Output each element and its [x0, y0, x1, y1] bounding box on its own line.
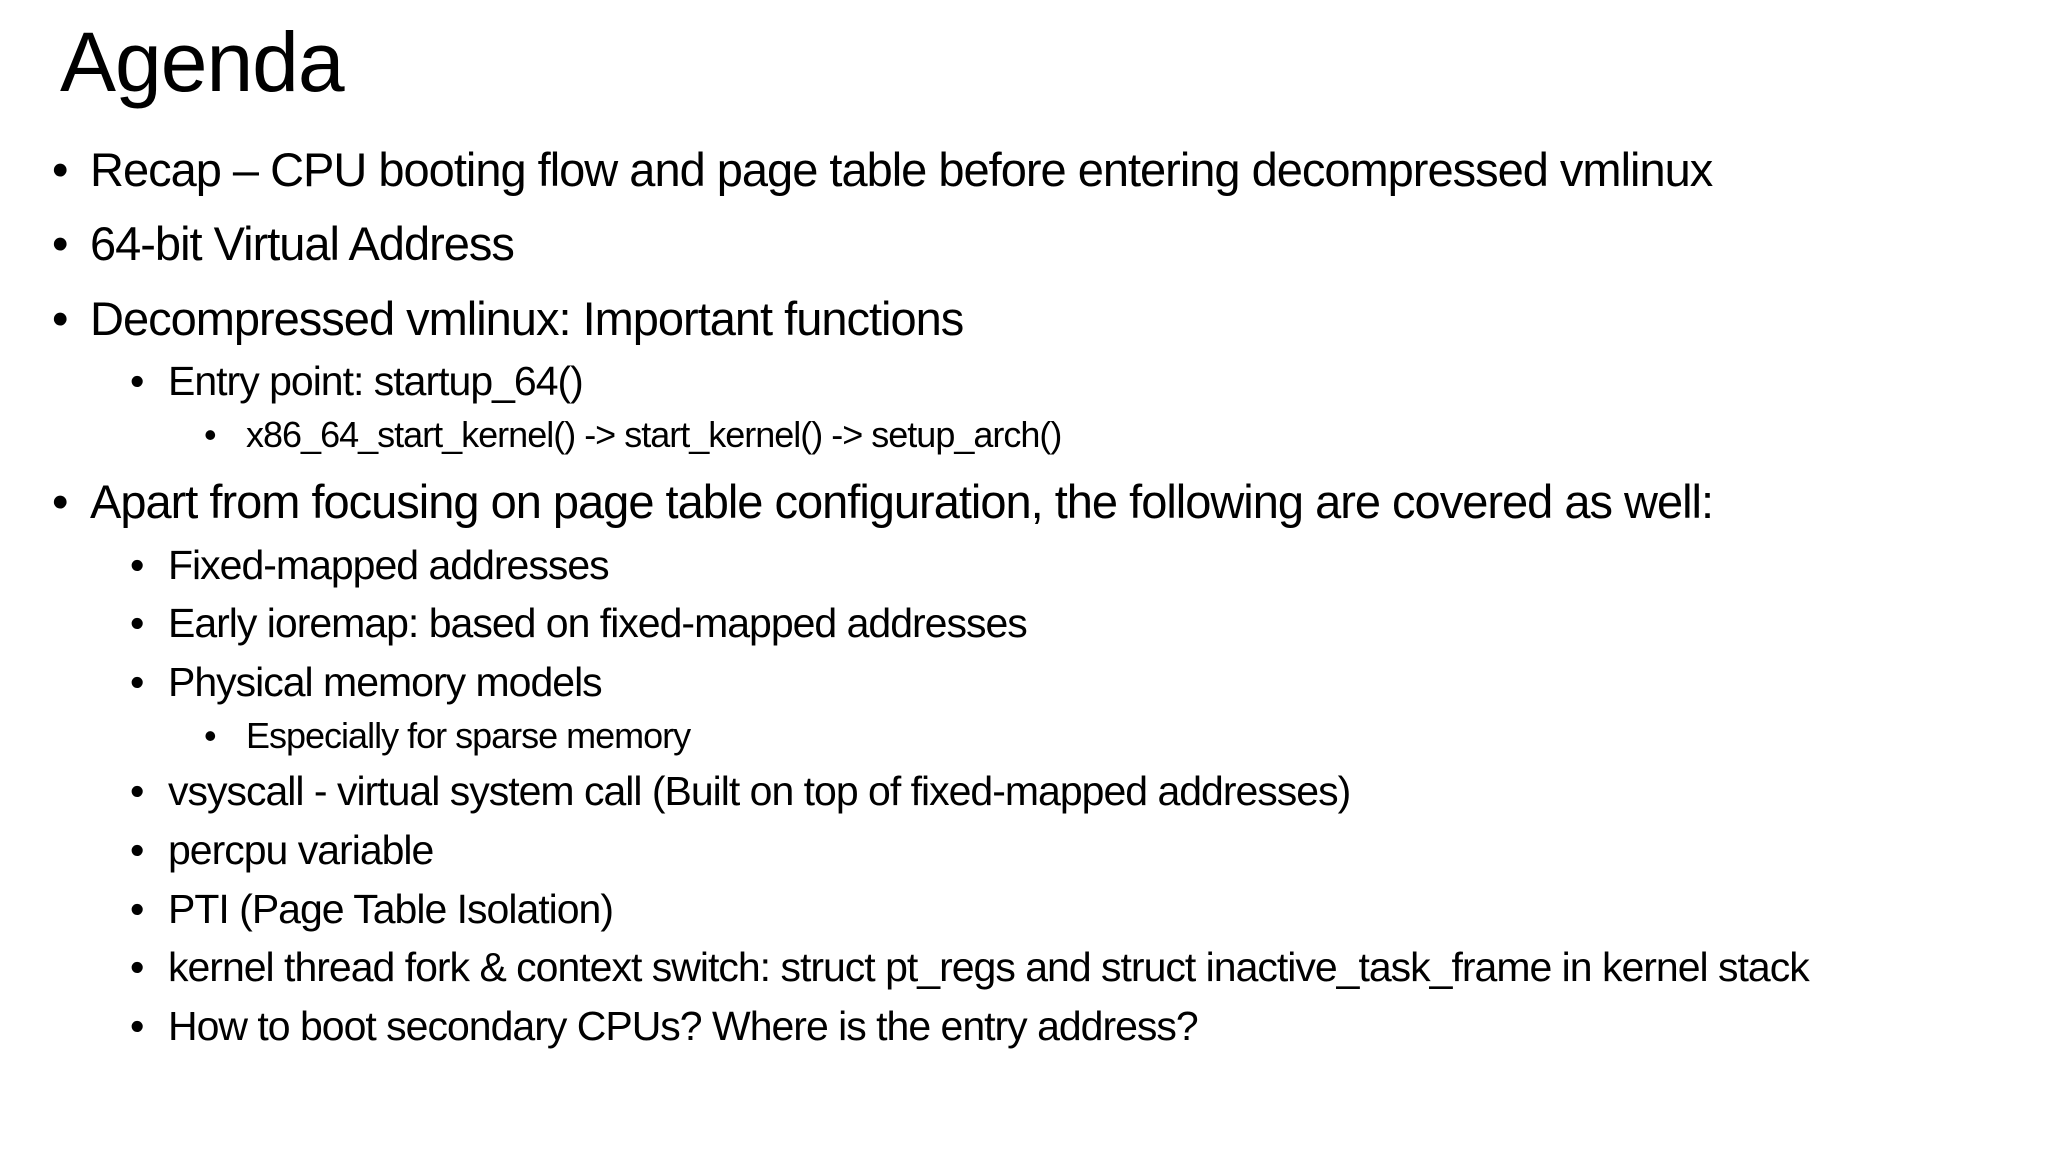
agenda-list: Recap – CPU booting flow and page table … — [0, 143, 2048, 1050]
slide: Agenda Recap – CPU booting flow and page… — [0, 14, 2048, 1166]
agenda-item-pti: PTI (Page Table Isolation) — [0, 886, 2048, 933]
agenda-item-vsyscall: vsyscall - virtual system call (Built on… — [0, 768, 2048, 815]
agenda-item-percpu: percpu variable — [0, 827, 2048, 874]
agenda-item-virtual-address: 64-bit Virtual Address — [0, 217, 2048, 272]
agenda-item-apart-from: Apart from focusing on page table config… — [0, 475, 2048, 530]
agenda-item-kernel-thread-fork: kernel thread fork & context switch: str… — [0, 944, 2048, 991]
agenda-item-entry-point: Entry point: startup_64() — [0, 358, 2048, 405]
agenda-item-early-ioremap: Early ioremap: based on fixed-mapped add… — [0, 600, 2048, 647]
agenda-item-secondary-cpus: How to boot secondary CPUs? Where is the… — [0, 1003, 2048, 1050]
agenda-item-decompressed: Decompressed vmlinux: Important function… — [0, 292, 2048, 347]
agenda-item-start-kernel-chain: x86_64_start_kernel() -> start_kernel() … — [0, 414, 2048, 455]
slide-title: Agenda — [60, 15, 345, 109]
agenda-item-sparse-memory: Especially for sparse memory — [0, 715, 2048, 756]
agenda-item-recap: Recap – CPU booting flow and page table … — [0, 143, 2048, 198]
agenda-item-physical-memory: Physical memory models — [0, 659, 2048, 706]
agenda-item-fixed-mapped: Fixed-mapped addresses — [0, 542, 2048, 589]
